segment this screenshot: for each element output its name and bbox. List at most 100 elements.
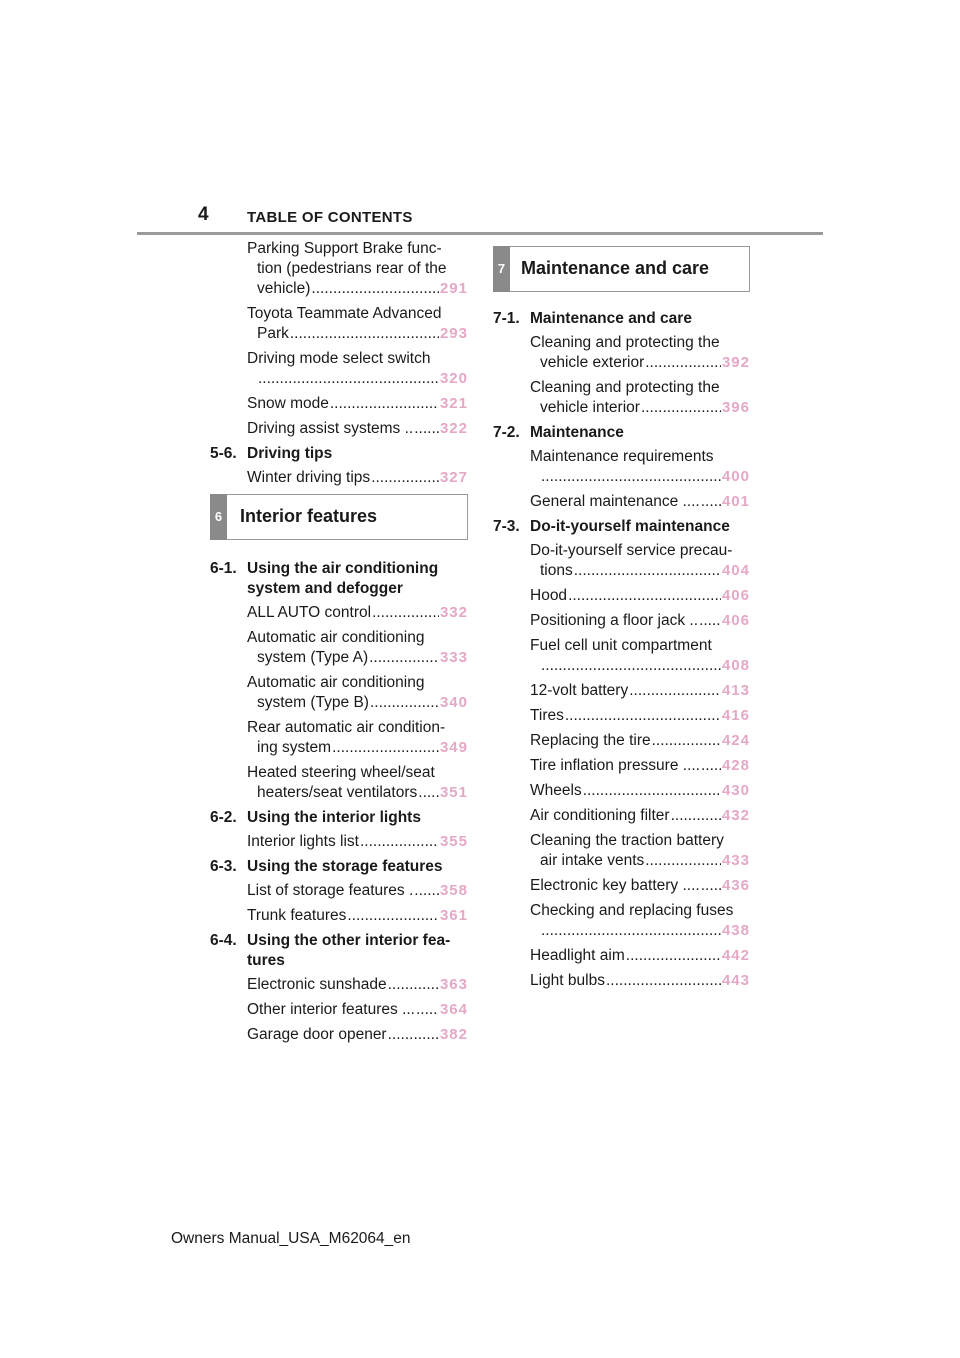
toc-entry[interactable]: Replacing the tire424 [493,731,750,751]
dot-leader [671,806,721,826]
toc-entry-label: air intake vents [540,852,645,869]
page-link[interactable]: 364 [439,1001,468,1018]
toc-entry[interactable]: Trunk features361 [210,906,468,926]
dot-leader [626,946,721,966]
toc-entry[interactable]: Electronic sunshade 363 [210,975,468,995]
page-link[interactable]: 430 [721,782,750,799]
toc-entry[interactable]: Driving mode select switch320 [210,349,468,389]
page-link[interactable]: 349 [439,739,468,756]
toc-entry[interactable]: Headlight aim442 [493,946,750,966]
toc-entry[interactable]: Other interior features ...364 [210,1000,468,1020]
section-banner-6[interactable]: 6 Interior features [210,494,468,540]
page-link[interactable]: 361 [439,907,468,924]
page-link[interactable]: 408 [721,657,750,674]
page-link[interactable]: 293 [439,325,468,342]
page-link[interactable]: 404 [721,562,750,579]
toc-entry[interactable]: Garage door opener382 [210,1025,468,1045]
toc-entry[interactable]: Checking and replacing fuses438 [493,901,750,941]
toc-entry[interactable]: Driving assist systems ..322 [210,419,468,439]
toc-entry[interactable]: Tires416 [493,706,750,726]
toc-group: ALL AUTO control332Automatic air conditi… [210,603,468,803]
page-link[interactable]: 406 [721,587,750,604]
page-link[interactable]: 443 [721,972,750,989]
page-link[interactable]: 363 [439,976,468,993]
dot-leader [645,851,721,871]
toc-entry[interactable]: Tire inflation pressure ....428 [493,756,750,776]
dot-leader [371,468,439,488]
dot-leader [541,921,721,941]
toc-entry[interactable]: Light bulbs443 [493,971,750,991]
toc-entry[interactable]: Interior lights list355 [210,832,468,852]
toc-entry[interactable]: Maintenance requirements400 [493,447,750,487]
subsection-number: 6-1. [210,560,237,577]
page-link[interactable]: 428 [721,757,750,774]
toc-subsection-6-2: 6-2. Using the interior lights [210,808,468,828]
toc-entry[interactable]: Do-it-yourself service precau-tions404 [493,541,750,581]
page-link[interactable]: 351 [439,784,468,801]
toc-entry[interactable]: Parking Support Brake func-tion (pedestr… [210,239,468,299]
page-link[interactable]: 392 [721,354,750,371]
toc-entry[interactable]: Rear automatic air condition-ing system3… [210,718,468,758]
toc-entry-label: tion (pedestrians rear of the [257,260,447,277]
page-link[interactable]: 320 [439,370,468,387]
toc-entry[interactable]: Snow mode321 [210,394,468,414]
page-link[interactable]: 355 [439,833,468,850]
toc-entry[interactable]: Toyota Teammate AdvancedPark293 [210,304,468,344]
page-link[interactable]: 332 [439,604,468,621]
page-link[interactable]: 322 [439,420,468,437]
page-number: 4 [198,204,209,225]
toc-entry[interactable]: 12-volt battery413 [493,681,750,701]
toc-right-column: 7 Maintenance and care 7-1. Maintenance … [493,246,750,996]
toc-entry[interactable]: Air conditioning filter 432 [493,806,750,826]
toc-entry[interactable]: General maintenance ....401 [493,492,750,512]
page-link[interactable]: 291 [439,280,468,297]
page-link[interactable]: 396 [721,399,750,416]
toc-entry-label: Air conditioning filter [530,807,670,824]
toc-entry[interactable]: Electronic key battery ....436 [493,876,750,896]
page-link[interactable]: 400 [721,468,750,485]
toc-entry[interactable]: ALL AUTO control332 [210,603,468,623]
toc-entry[interactable]: Winter driving tips327 [210,468,468,488]
page-link[interactable]: 327 [439,469,468,486]
toc-subsection-7-3: 7-3. Do-it-yourself maintenance [493,517,750,537]
toc-entry[interactable]: Fuel cell unit compartment408 [493,636,750,676]
page-link[interactable]: 413 [721,682,750,699]
dot-leader [388,1025,439,1045]
page-link[interactable]: 358 [439,882,468,899]
toc-entry-label: Electronic sunshade [247,976,387,993]
toc-entry-label: Park [257,325,289,342]
page-link[interactable]: 333 [439,649,468,666]
page-link[interactable]: 432 [721,807,750,824]
page-link[interactable]: 321 [439,395,468,412]
page-link[interactable]: 382 [439,1026,468,1043]
toc-entry[interactable]: Positioning a floor jack .. 406 [493,611,750,631]
toc-entry-label: vehicle exterior [540,354,645,371]
page-link[interactable]: 438 [721,922,750,939]
page-link[interactable]: 401 [721,493,750,510]
page-link[interactable]: 406 [721,612,750,629]
subsection-title: Driving tips [247,445,333,462]
toc-entry[interactable]: Wheels 430 [493,781,750,801]
page-link[interactable]: 442 [721,947,750,964]
page-link[interactable]: 416 [721,707,750,724]
subsection-title: Using the air conditioning [247,560,439,577]
section-banner-7[interactable]: 7 Maintenance and care [493,246,750,292]
toc-entry-label: Wheels [530,782,582,799]
page-link[interactable]: 340 [439,694,468,711]
toc-entry[interactable]: List of storage features .358 [210,881,468,901]
toc-entry-label: Positioning a floor jack .. [530,612,699,629]
toc-entry[interactable]: Hood406 [493,586,750,606]
page-link[interactable]: 433 [721,852,750,869]
page-link[interactable]: 424 [721,732,750,749]
dot-leader [332,738,439,758]
page-link[interactable]: 436 [721,877,750,894]
